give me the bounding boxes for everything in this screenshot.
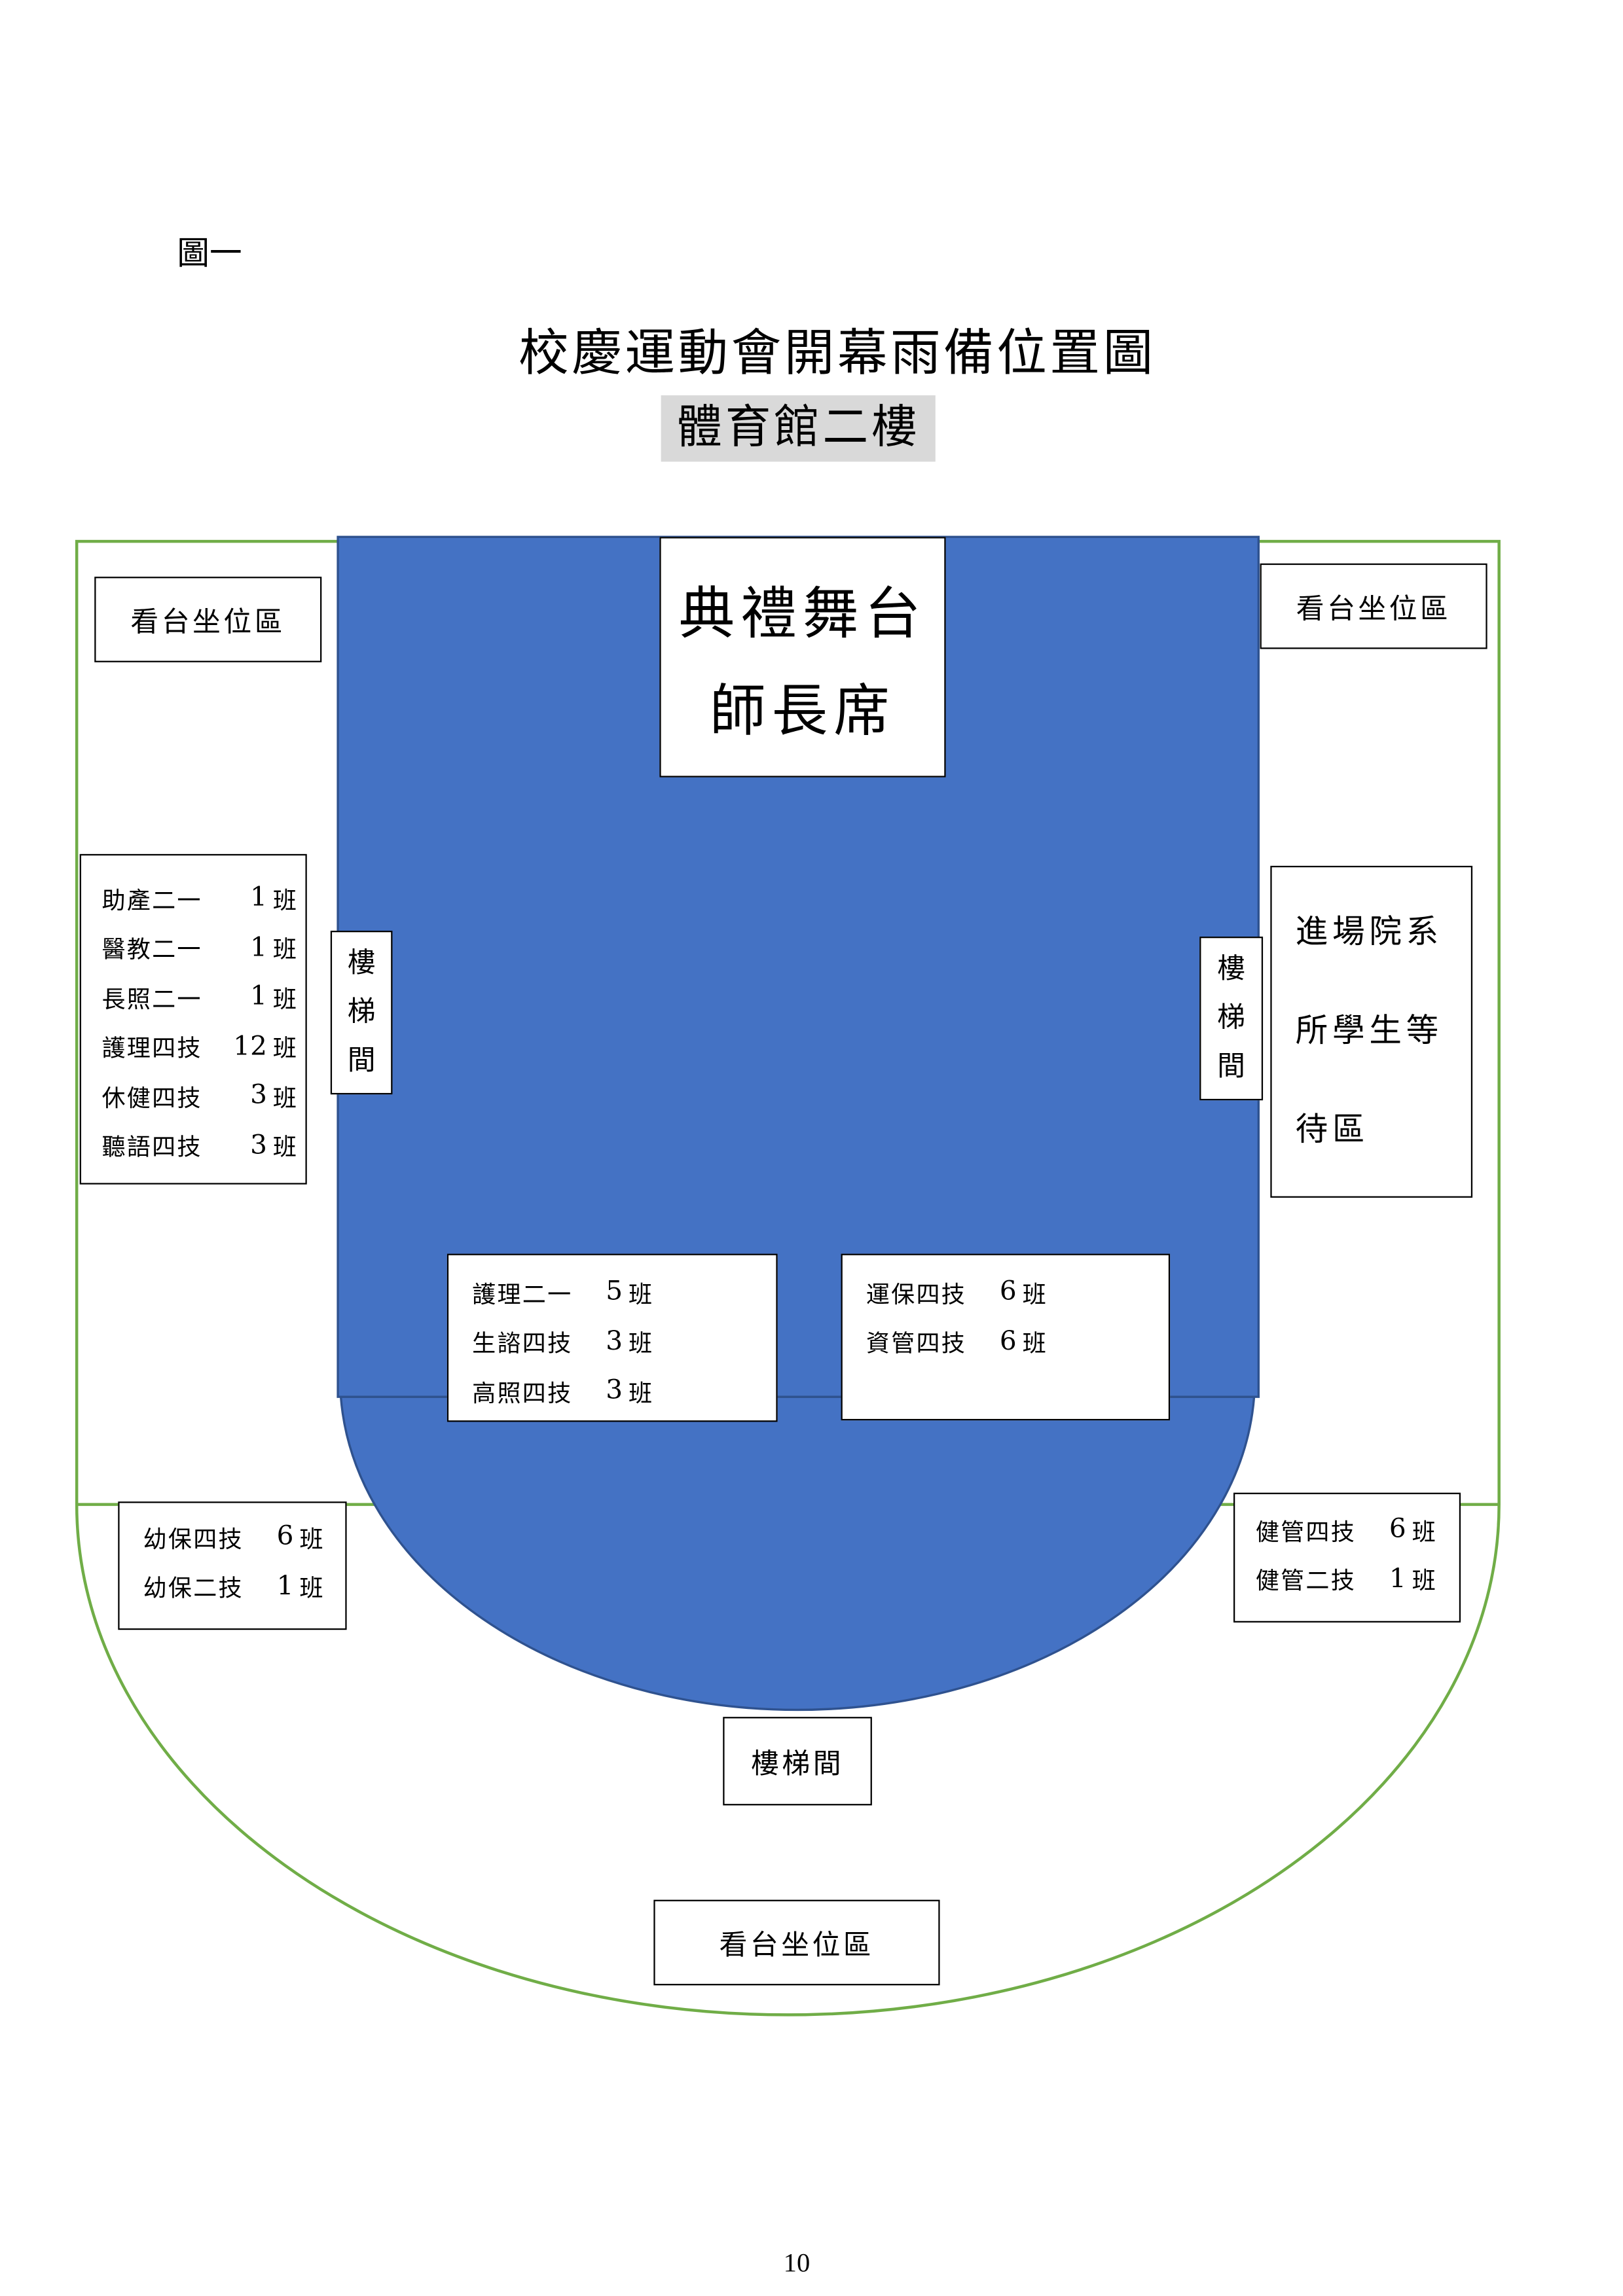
class-name: 長照二一 <box>101 984 202 1013</box>
floor-area <box>339 1395 1256 1712</box>
page-number: 10 <box>783 2248 811 2278</box>
class-count: 6 <box>999 1325 1017 1357</box>
class-count: 3 <box>250 1080 267 1111</box>
waiting-area-line: 待區 <box>1295 1112 1370 1149</box>
class-name: 聽語四技 <box>101 1133 202 1162</box>
class-unit: 班 <box>1412 1517 1436 1546</box>
class-unit: 班 <box>272 984 297 1013</box>
class-unit: 班 <box>272 886 297 914</box>
stairwell-bottom: 樓梯間 <box>723 1717 872 1806</box>
class-count: 3 <box>606 1325 623 1357</box>
officials-seat-label: 師長席 <box>709 678 896 744</box>
stand-right: 看台坐位區 <box>1260 563 1487 649</box>
class-name: 護理二一 <box>472 1280 573 1308</box>
class-unit: 班 <box>629 1329 653 1357</box>
class-unit: 班 <box>1022 1280 1046 1308</box>
class-count: 3 <box>250 1129 267 1161</box>
class-unit: 班 <box>299 1524 323 1553</box>
class-unit: 班 <box>272 1034 297 1063</box>
figure-label: 圖一 <box>177 236 242 273</box>
stand-bottom: 看台坐位區 <box>653 1899 940 1986</box>
stair-char: 梯 <box>347 996 376 1028</box>
class-name: 幼保四技 <box>143 1524 244 1553</box>
class-count: 1 <box>1389 1563 1406 1594</box>
stand-left: 看台坐位區 <box>94 577 322 662</box>
class-name: 護理四技 <box>101 1034 202 1063</box>
class-unit: 班 <box>272 1083 297 1112</box>
class-count: 6 <box>276 1521 294 1552</box>
class-count: 1 <box>250 882 267 914</box>
class-name: 資管四技 <box>866 1329 967 1357</box>
class-name: 高照四技 <box>472 1378 573 1407</box>
stair-char: 樓 <box>347 946 376 980</box>
class-unit: 班 <box>272 1133 297 1162</box>
waiting-area-box: 進場院系 所學生等 待區 <box>1270 865 1473 1198</box>
stairwell-left: 樓梯間 <box>330 931 393 1095</box>
page-title: 校慶運動會開幕雨備位置圖 <box>519 324 1156 384</box>
waiting-area-line: 所學生等 <box>1295 1013 1444 1050</box>
class-count: 1 <box>250 981 267 1013</box>
class-name: 休健四技 <box>101 1083 202 1112</box>
stair-char: 間 <box>1217 1050 1246 1083</box>
waiting-area-line: 進場院系 <box>1295 914 1444 952</box>
class-count: 6 <box>1389 1513 1406 1545</box>
class-count: 1 <box>250 931 267 963</box>
class-unit: 班 <box>272 935 297 964</box>
stage-box: 典禮舞台 師長席 <box>659 537 946 778</box>
class-unit: 班 <box>1022 1329 1046 1357</box>
class-name: 健管四技 <box>1255 1517 1357 1546</box>
stair-char: 間 <box>347 1044 376 1077</box>
class-unit: 班 <box>629 1280 653 1308</box>
stairwell-right: 樓梯間 <box>1199 937 1264 1101</box>
class-count: 5 <box>606 1276 623 1308</box>
class-name: 運保四技 <box>866 1280 967 1308</box>
stage-label: 典禮舞台 <box>678 581 927 647</box>
page-subtitle: 體育館二樓 <box>661 395 936 462</box>
class-unit: 班 <box>629 1378 653 1407</box>
class-name: 醫教二一 <box>101 935 202 964</box>
class-count: 3 <box>606 1374 623 1407</box>
class-unit: 班 <box>1412 1566 1436 1595</box>
class-count: 6 <box>999 1276 1017 1308</box>
class-count: 1 <box>276 1570 294 1602</box>
class-name: 助產二一 <box>101 886 202 914</box>
class-unit: 班 <box>299 1574 323 1602</box>
stair-char: 梯 <box>1217 1001 1246 1034</box>
stair-char: 樓 <box>1217 952 1246 986</box>
class-name: 生諮四技 <box>472 1329 573 1357</box>
class-name: 幼保二技 <box>143 1574 244 1602</box>
class-name: 健管二技 <box>1255 1566 1357 1595</box>
class-count: 12 <box>233 1030 267 1062</box>
